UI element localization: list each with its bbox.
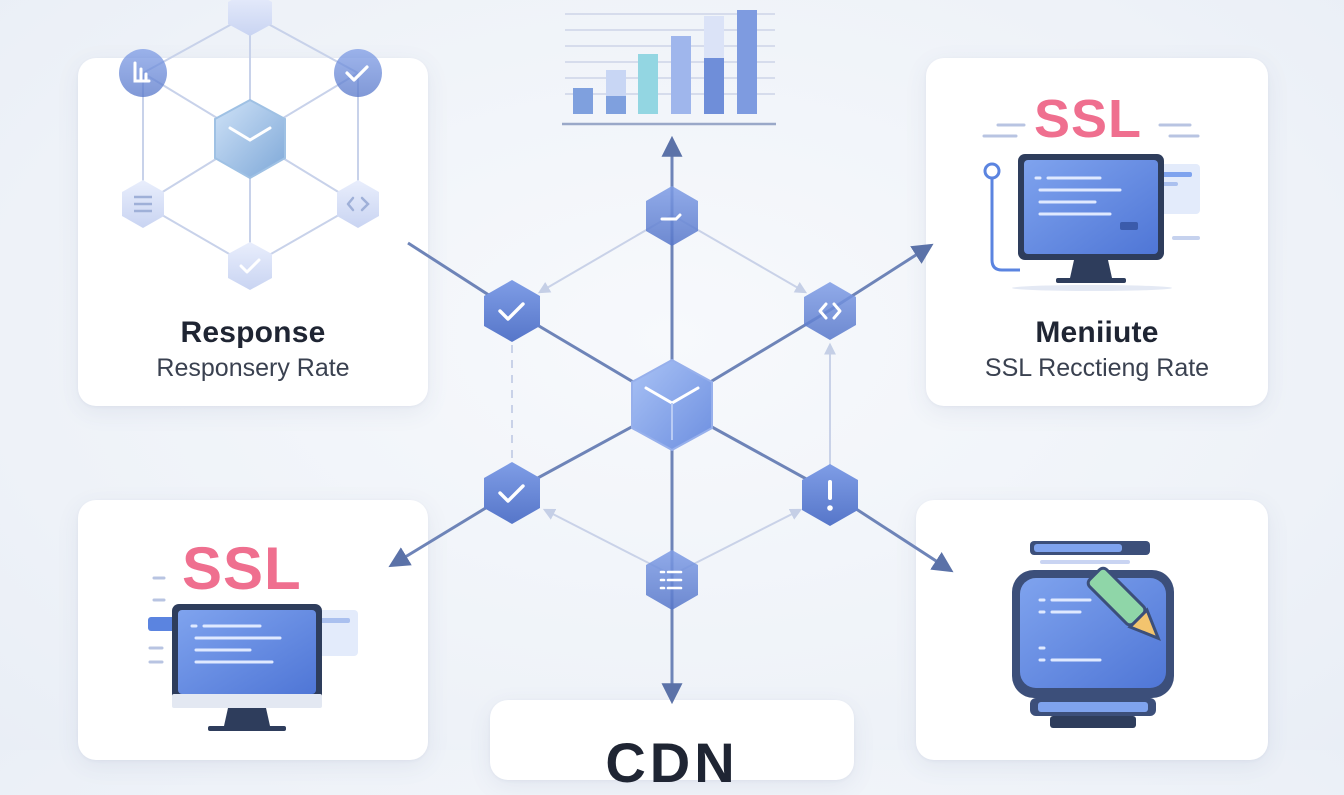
monitor-illustration [148, 576, 358, 731]
top-left-graph [119, 0, 382, 290]
hub-nodes [484, 186, 858, 610]
list-icon [646, 550, 698, 610]
ssl-badge: SSL [1034, 89, 1143, 149]
card-subtitle: SSL Recctieng Rate [984, 354, 1210, 382]
cube-icon [214, 98, 286, 180]
cube-icon [228, 0, 272, 36]
card-subtitle: Responsery Rate [156, 354, 350, 382]
code-editor-illustration [1012, 541, 1174, 728]
pen-icon [1086, 566, 1161, 641]
check-icon [484, 462, 540, 524]
code-icon [804, 282, 856, 340]
check-icon [484, 280, 540, 342]
check-icon [334, 49, 382, 97]
card-title: Meniiute [1035, 316, 1159, 349]
cube-icon [631, 358, 713, 452]
list-icon [122, 180, 164, 228]
ssl-badge: SSL [182, 535, 302, 602]
monitor-illustration [982, 123, 1200, 291]
chart-icon [119, 49, 167, 97]
calendar-icon [646, 186, 698, 246]
check-icon [228, 242, 272, 290]
alert-icon [802, 464, 858, 526]
diagram-canvas [119, 0, 1200, 731]
card-ssl-meniiute: SSL Meniiute SSL Recctieng Rate [926, 58, 1268, 406]
card-title: Response [180, 316, 326, 349]
bar-chart-illustration [562, 10, 776, 126]
code-icon [337, 180, 379, 228]
